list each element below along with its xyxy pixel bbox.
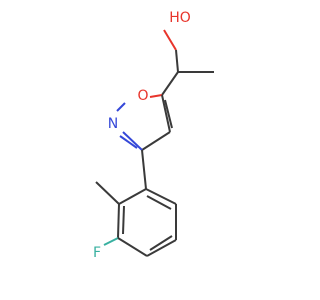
bond-ar2-ar3-inner — [122, 205, 125, 235]
bond-ar6-ar1 — [145, 188, 177, 205]
bond-n2-o1 — [116, 102, 126, 112]
bond-ar1-ar2 — [118, 188, 147, 205]
bond-c5-c4-inner — [164, 99, 173, 129]
bond-c3-n2 — [122, 131, 143, 151]
bond-isoxazole-phenyl — [141, 149, 147, 190]
bond-ar2-ar3 — [117, 203, 120, 239]
bond-c-ring — [161, 71, 179, 96]
bond-c3-n2-inner — [119, 135, 138, 149]
bond-c-c-chiral — [175, 49, 179, 73]
ring-nitrogen-label: N — [108, 116, 118, 132]
bond-ar3-f — [103, 237, 119, 246]
ring-oxygen-label: O — [137, 88, 148, 104]
bond-ar6-ar1-inner — [146, 195, 172, 210]
bond-ar4-ar5-inner — [149, 235, 173, 251]
fluorine-label: F — [93, 245, 101, 261]
bond-ar3-ar4 — [117, 237, 148, 257]
bond-ar2-methyl — [95, 181, 120, 205]
bond-ar4-ar5 — [146, 239, 177, 257]
bond-c-oh — [163, 29, 177, 51]
bond-c5-c4 — [161, 94, 171, 133]
bond-c4-c3 — [141, 131, 171, 151]
hydroxyl-label: HO — [169, 10, 191, 26]
molecule-structure: HO O N F — [93, 10, 214, 261]
bond-c5-o1 — [149, 94, 163, 98]
